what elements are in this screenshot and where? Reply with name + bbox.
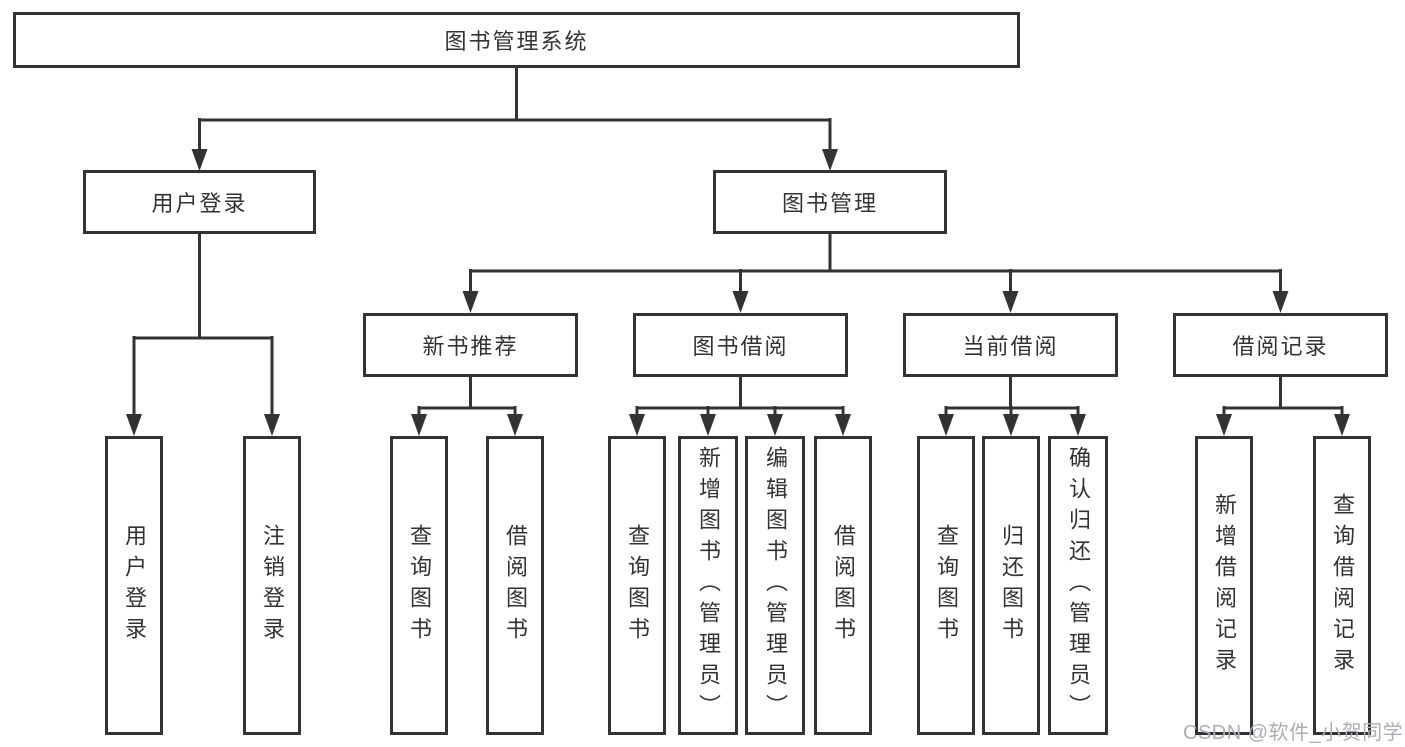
arrow-head	[822, 149, 838, 171]
node-book-management: 图书管理	[713, 170, 947, 234]
node-borrowing-records: 借阅记录	[1173, 313, 1388, 377]
leaf-return-books: 归还图书	[982, 436, 1040, 735]
leaf-recommend-query-books: 查询图书	[390, 436, 448, 735]
leaf-user-login: 用户登录	[105, 436, 163, 735]
connector-current-borrowing-to-leaves	[938, 377, 1086, 436]
connector-borrowing-records-to-leaves	[1216, 377, 1350, 436]
arrow-head	[767, 414, 783, 436]
leaf-borrowing-query-books: 查询图书	[608, 436, 666, 735]
leaf-current-query-books-label: 查询图书	[934, 523, 959, 648]
node-user-login-label: 用户登录	[151, 191, 248, 216]
node-book-management-label: 图书管理	[781, 191, 878, 216]
node-new-book-recommend: 新书推荐	[363, 313, 578, 377]
arrow-head	[191, 149, 208, 171]
node-book-borrowing-label: 图书借阅	[692, 334, 789, 359]
arrow-head	[1334, 414, 1350, 436]
leaf-query-borrow-record: 查询借阅记录	[1313, 436, 1371, 735]
node-current-borrowing-label: 当前借阅	[962, 334, 1059, 359]
leaf-current-query-books: 查询图书	[917, 436, 975, 735]
leaf-borrowing-query-books-label: 查询图书	[625, 523, 650, 648]
connector-user-login-to-leaves	[126, 234, 280, 436]
leaf-borrowing-borrow-books: 借阅图书	[814, 436, 872, 735]
arrow-head	[629, 414, 645, 436]
leaf-add-borrow-record-label: 新增借阅记录	[1212, 492, 1237, 679]
arrow-head	[462, 291, 479, 313]
leaf-add-borrow-record: 新增借阅记录	[1195, 436, 1253, 735]
node-book-borrowing: 图书借阅	[633, 313, 848, 377]
leaf-logout-label: 注销登录	[260, 523, 285, 648]
node-root: 图书管理系统	[13, 12, 1020, 68]
connector-root-to-level2	[191, 68, 838, 171]
arrow-head	[507, 414, 523, 436]
leaf-user-login-label: 用户登录	[122, 523, 147, 648]
leaf-add-books-admin-label: 新增图书（管理员）	[696, 446, 721, 725]
arrow-head	[126, 414, 142, 436]
leaf-recommend-query-books-label: 查询图书	[407, 523, 432, 648]
node-user-login: 用户登录	[83, 170, 316, 234]
watermark: CSDN @软件_小贺同学	[1183, 722, 1404, 744]
connector-new-book-recommend-to-leaves	[411, 377, 523, 436]
leaf-recommend-borrow-books: 借阅图书	[486, 436, 544, 735]
leaf-confirm-return-admin-label: 确认归还（管理员）	[1066, 446, 1091, 725]
node-borrowing-records-label: 借阅记录	[1232, 334, 1329, 359]
node-root-label: 图书管理系统	[444, 29, 589, 54]
leaf-add-books-admin: 新增图书（管理员）	[678, 436, 738, 735]
arrow-head	[1216, 414, 1232, 436]
arrow-head	[1003, 414, 1019, 436]
arrow-head	[700, 414, 716, 436]
arrow-head	[1272, 291, 1289, 313]
arrow-head	[1070, 414, 1086, 436]
leaf-edit-books-admin: 编辑图书（管理员）	[745, 436, 805, 735]
leaf-return-books-label: 归还图书	[999, 523, 1024, 648]
arrow-head	[411, 414, 427, 436]
arrow-head	[835, 414, 851, 436]
node-current-borrowing: 当前借阅	[903, 313, 1118, 377]
node-new-book-recommend-label: 新书推荐	[422, 334, 519, 359]
arrow-head	[1002, 291, 1019, 313]
leaf-borrowing-borrow-books-label: 借阅图书	[831, 523, 856, 648]
arrow-head	[732, 291, 749, 313]
leaf-recommend-borrow-books-label: 借阅图书	[503, 523, 528, 648]
arrow-head	[938, 414, 954, 436]
connector-book-management-to-level3	[462, 234, 1289, 313]
leaf-logout: 注销登录	[243, 436, 301, 735]
leaf-edit-books-admin-label: 编辑图书（管理员）	[763, 446, 788, 725]
leaf-query-borrow-record-label: 查询借阅记录	[1330, 492, 1355, 679]
leaf-confirm-return-admin: 确认归还（管理员）	[1048, 436, 1108, 735]
arrow-head	[264, 414, 280, 436]
connector-book-borrowing-to-leaves	[629, 377, 851, 436]
